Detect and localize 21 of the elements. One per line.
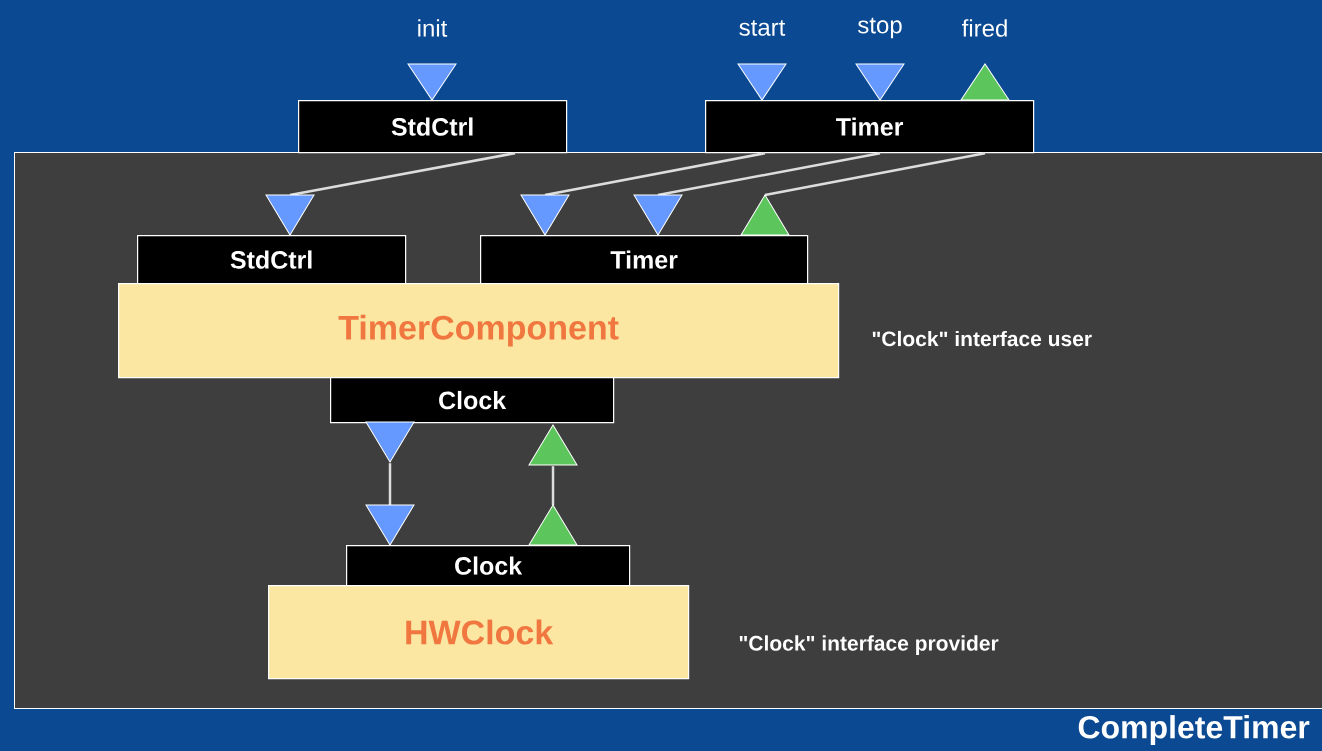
wire-arrow: [633, 151, 881, 236]
interface-box: Clock: [330, 377, 615, 424]
wire-arrow: [265, 151, 516, 236]
component-box: HWClock: [268, 585, 690, 680]
port-label: fired: [962, 19, 1007, 37]
panel-title: CompleteTimer: [1078, 715, 1310, 745]
port-label: stop: [858, 17, 902, 39]
annotation-text: "Clock" interface user: [872, 330, 1092, 347]
wire-arrow: [520, 151, 766, 236]
port-label: start: [739, 20, 786, 36]
interface-box: Clock: [346, 545, 631, 587]
interface-box: Timer: [480, 235, 809, 285]
annotation-text: "Clock" interface provider: [739, 635, 999, 655]
port-label: init: [418, 19, 448, 37]
interface-box: Timer: [705, 100, 1035, 154]
wire-arrow: [365, 421, 415, 546]
interface-box: StdCtrl: [137, 235, 407, 285]
wire-arrow: [740, 151, 986, 236]
interface-box: StdCtrl: [298, 100, 568, 154]
component-box: TimerComponent: [118, 283, 840, 379]
wire-arrow: [528, 424, 578, 546]
